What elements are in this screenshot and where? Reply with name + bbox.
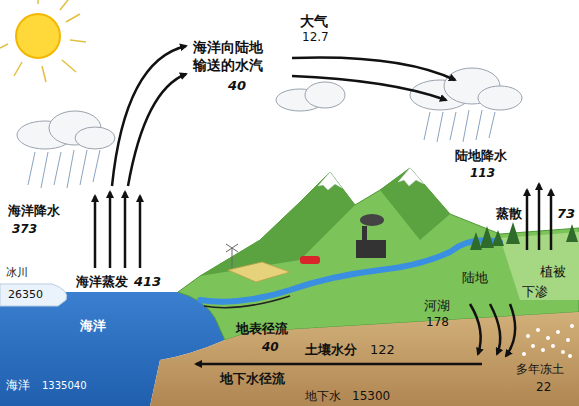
- rain: [28, 110, 495, 188]
- flow-arrows: [95, 46, 551, 364]
- flow-label: 海洋降水: [8, 203, 60, 219]
- flow-label: 26350: [8, 288, 43, 302]
- flow-label: 海洋向陆地 输送的水汽: [193, 38, 267, 74]
- flow-label: 73: [557, 206, 575, 222]
- hill: [380, 168, 450, 240]
- flow-label: 陆地降水: [455, 148, 507, 164]
- land: [178, 168, 579, 340]
- flow-label: 1335040: [42, 379, 87, 392]
- sun: [0, 0, 86, 82]
- snow-cap: [398, 168, 424, 186]
- flow-label: 陆地: [462, 270, 488, 286]
- trees: [470, 222, 578, 250]
- flow-label: 大气: [300, 12, 328, 30]
- car: [300, 256, 320, 264]
- flow-label: 12.7: [302, 30, 329, 45]
- flow-label: 113: [470, 166, 495, 181]
- flow-label: 373: [12, 222, 37, 237]
- snow-cap: [318, 172, 342, 190]
- flow-label: 40: [228, 78, 246, 94]
- flow-label: 22: [536, 380, 551, 395]
- windmill: [226, 244, 238, 268]
- flow-label: 地下水径流: [220, 371, 285, 387]
- flow-label: 植被: [540, 264, 566, 280]
- cloud: [17, 68, 522, 149]
- flow-label: 122: [370, 342, 395, 358]
- hill: [200, 172, 355, 276]
- flow-label: 178: [426, 315, 449, 330]
- flow-label: 地表径流: [236, 321, 288, 337]
- flow-label: 15300: [352, 389, 390, 404]
- glacier: [0, 284, 67, 306]
- flow-label: 多年冻土: [516, 362, 564, 377]
- flow-label: 地下水: [305, 389, 341, 404]
- flow-label: 413: [134, 274, 161, 290]
- field: [228, 262, 290, 282]
- flow-label: 下渗: [522, 284, 548, 300]
- permafrost: [522, 324, 574, 358]
- flow-label: 河湖: [424, 298, 450, 314]
- flow-label: 海洋: [80, 318, 106, 334]
- flow-label: 海洋: [6, 378, 30, 393]
- factory: [356, 214, 386, 258]
- flow-label: 冰川: [6, 266, 28, 280]
- flow-label: 40: [262, 340, 279, 355]
- flow-label: 土壤水分: [305, 342, 357, 358]
- river: [200, 240, 500, 301]
- flow-label: 蒸散: [496, 206, 522, 222]
- flow-label: 海洋蒸发: [76, 274, 128, 290]
- runoff-line: [204, 296, 290, 308]
